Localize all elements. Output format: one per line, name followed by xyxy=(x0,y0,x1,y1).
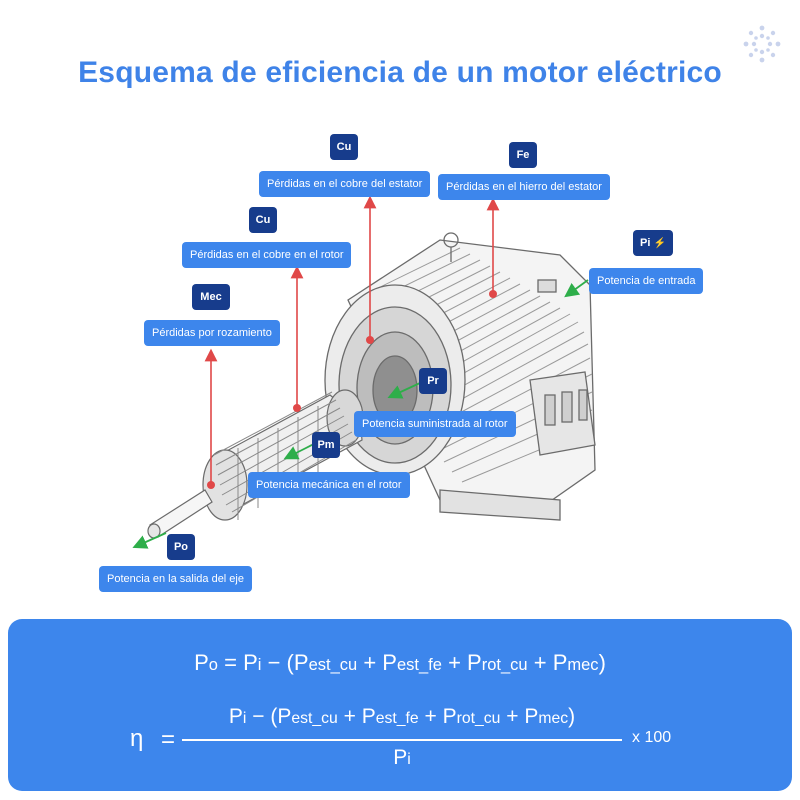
arrow-mech-power xyxy=(283,444,313,460)
label-mech-power: Potencia mecánica en el rotor xyxy=(248,472,410,498)
badge-stator-copper: Cu xyxy=(330,134,358,160)
friction-dot xyxy=(207,481,215,489)
rotor xyxy=(147,389,364,539)
loss-arrows xyxy=(204,195,500,485)
badge-mech-power: Pm xyxy=(312,432,340,458)
stator-copper-dot xyxy=(366,336,374,344)
badge-rotor-power: Pr xyxy=(419,368,447,394)
badge-rotor-copper: Cu xyxy=(249,207,277,233)
label-input-power: Potencia de entrada xyxy=(589,268,704,294)
power-arrows xyxy=(132,279,589,549)
formula-panel: Po = Pi − (Pest_cu + Pest_fe + Prot_cu +… xyxy=(8,619,792,791)
efficiency-symbol: η xyxy=(130,725,144,752)
brand-logo-icon xyxy=(743,25,781,63)
label-rotor-power: Potencia suministrada al rotor xyxy=(354,411,516,437)
label-rotor-copper: Pérdidas en el cobre en el rotor xyxy=(182,242,352,268)
badge-stator-iron: Fe xyxy=(509,142,537,168)
efficiency-denominator: Pi xyxy=(393,746,411,769)
badge-friction: Mec xyxy=(192,284,230,310)
lightning-bolt-icon: ⚡ xyxy=(653,238,666,249)
rotor-copper-dot xyxy=(293,404,301,412)
badge-input-power-text: Pi xyxy=(640,237,651,249)
label-friction: Pérdidas por rozamiento xyxy=(144,320,280,346)
badge-input-power: Pi ⚡ xyxy=(633,230,673,256)
efficiency-numerator: Pi − (Pest_cu + Pest_fe + Prot_cu + Pmec… xyxy=(228,705,576,728)
arrow-output-power xyxy=(132,532,167,549)
label-output-power: Potencia en la salida del eje xyxy=(99,566,252,592)
arrow-input-power xyxy=(564,279,589,298)
fraction-bar xyxy=(182,739,622,741)
efficiency-multiplier: x 100 xyxy=(632,729,672,746)
efficiency-equals: = xyxy=(161,726,176,753)
stator-iron-dot xyxy=(489,290,497,298)
arrow-rotor-power xyxy=(387,382,421,399)
label-stator-copper: Pérdidas en el cobre del estator xyxy=(259,171,431,197)
page-title: Esquema de eficiencia de un motor eléctr… xyxy=(78,56,722,89)
badge-output-power: Po xyxy=(167,534,195,560)
label-stator-iron: Pérdidas en el hierro del estator xyxy=(438,174,610,200)
motor-diagram xyxy=(132,195,596,549)
formula-output-power: Po = Pi − (Pest_cu + Pest_fe + Prot_cu +… xyxy=(194,650,606,675)
